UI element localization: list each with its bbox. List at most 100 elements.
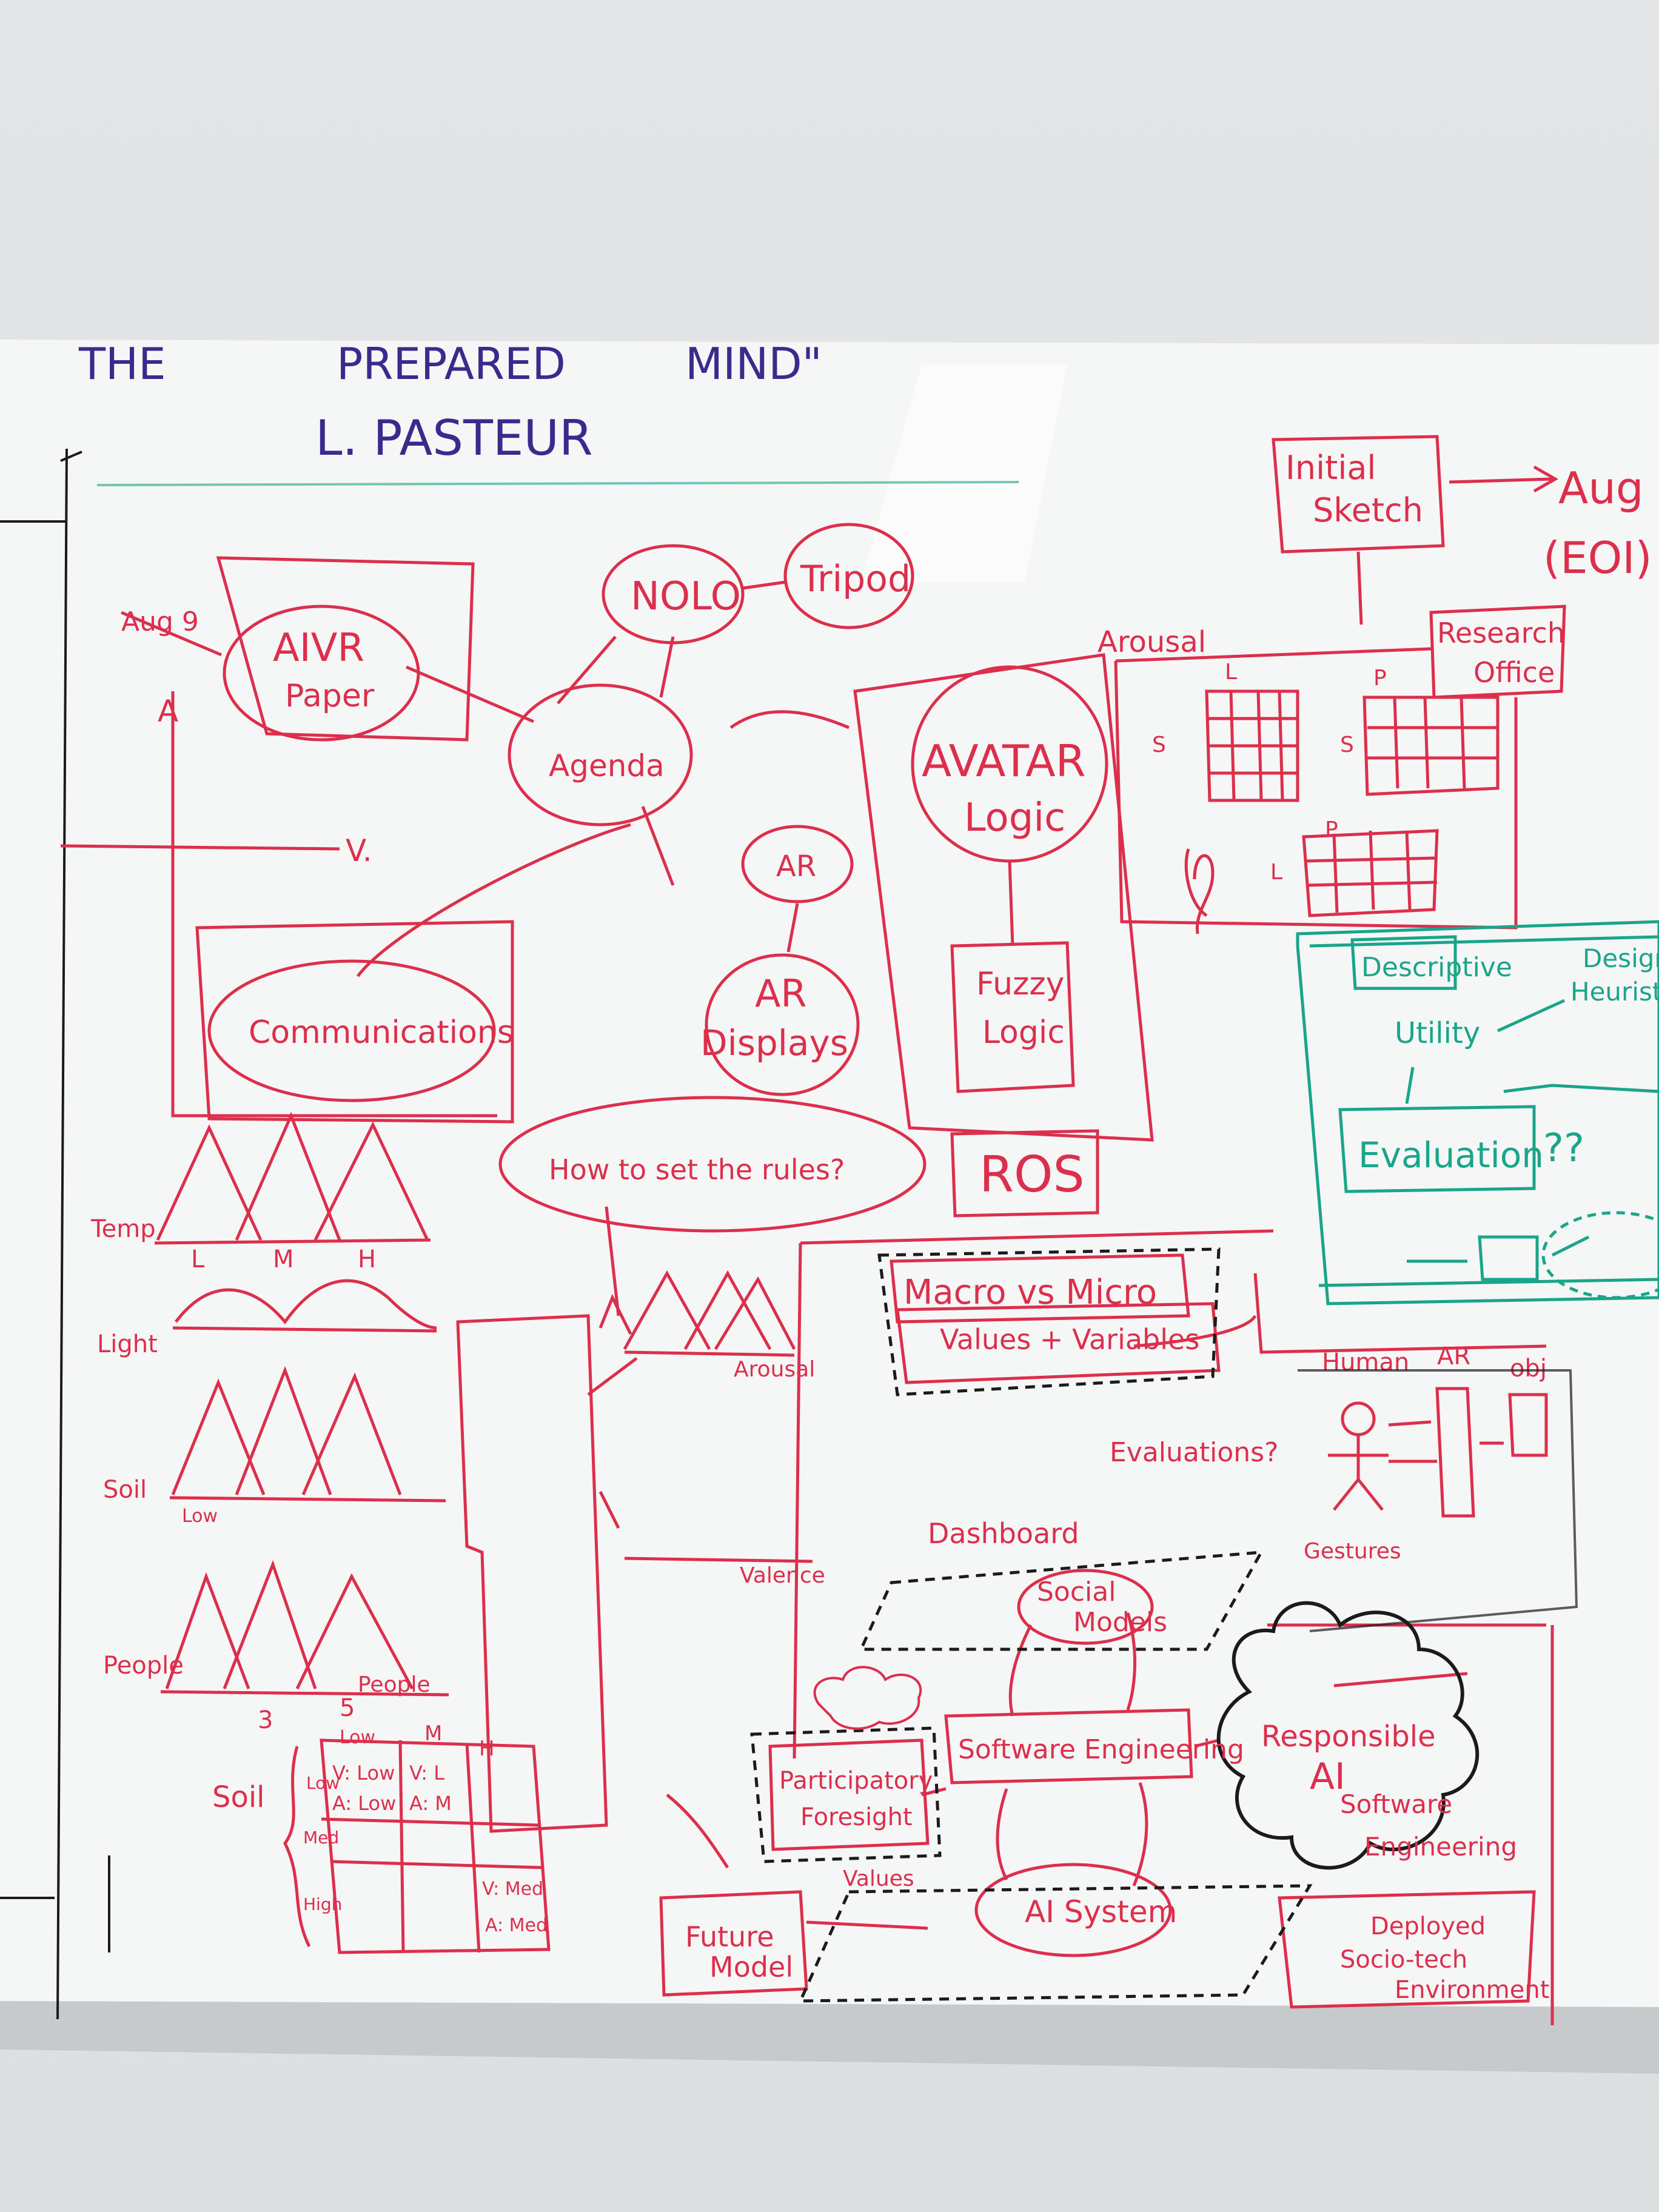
table-soil: Soil [212,1780,265,1814]
table-col-low: Low [340,1727,375,1748]
fuzzy-low: Low [182,1506,218,1527]
responsible-4: Engineering [1364,1832,1517,1862]
agenda-label: Agenda [549,748,665,783]
soil-table-grid [283,1738,551,1954]
fuzzy-membership-sketches [154,1111,813,1833]
fuzzy-logic-1: Fuzzy [976,966,1064,1002]
evaluations-label: Evaluations? [1110,1437,1278,1468]
lower-right-shapes [659,1229,1554,2025]
ar-small-label: AR [776,850,816,883]
table-cell2-v: V: L [409,1761,444,1785]
research-office-2: Office [1473,656,1555,689]
nolo-label: NOLO [631,574,741,619]
dashboard-label: Dashboard [928,1517,1079,1550]
grid-p-1: P [1373,666,1387,691]
human-ar-sketch [1328,1387,1548,1518]
teal-top-line [96,481,1019,486]
dashed-outlines [750,1247,1313,2003]
teal-evaluation: Evaluation [1358,1134,1544,1176]
aivr-label-1: AIVR [273,626,364,671]
grid-s-1: S [1152,732,1166,757]
responsible-1: Responsible [1261,1720,1436,1754]
aug-eoi-2: (EOI) [1543,532,1652,583]
how-rules-label: How to set the rules? [549,1153,845,1186]
communications-label: Communications [249,1014,514,1051]
teal-box-labels: Descriptive Design Heuristics Utility Ev… [1358,943,1659,1176]
table-col-m: M [424,1721,442,1746]
ai-system-label: AI System [1025,1894,1177,1929]
left-diagram-shapes [60,523,1154,1316]
foresight-cloud [813,1666,922,1730]
participatory-1: Participatory [779,1767,933,1795]
top-right-shapes [1114,435,1566,934]
table-col-h: H [479,1737,495,1761]
fuzzy-valence: Valence [740,1563,825,1588]
teal-descriptive: Descriptive [1361,952,1512,983]
teal-utility: Utility [1395,1016,1480,1050]
fuzzy-logic-2: Logic [982,1014,1065,1051]
social-models-1: Social [1037,1577,1116,1607]
grid-s-2: S [1340,732,1354,757]
aivr-label-2: Paper [285,678,375,714]
software-engineering-label: Software Engineering [958,1734,1244,1765]
whiteboard-surface [0,340,1659,2007]
table-cell3-v: V: Med [482,1879,543,1900]
gestures-label: Gestures [1304,1539,1401,1564]
initial-sketch-2: Sketch [1313,491,1423,529]
fuzzy-five: 5 [340,1694,355,1722]
lower-right-labels: Macro vs Micro Values + Variables Evalua… [685,1273,1549,2004]
deployed-1: Deployed [1370,1912,1486,1940]
table-cell3-a: A: Med [485,1915,548,1936]
social-models-2: Models [1073,1607,1167,1638]
ar-sketch-black-frame [1298,1369,1578,1632]
table-row-high: High [303,1894,342,1914]
fuzzy-three: 3 [258,1706,273,1734]
fuzzy-light: Light [97,1330,158,1358]
human-label: Human [1322,1349,1409,1376]
ar-displays-1: AR [755,971,807,1016]
fuzzy-people-peak: People [358,1672,431,1697]
ar-displays-2: Displays [700,1022,848,1064]
top-right-labels: Initial Sketch Aug 9 (EOI) Arousal Resea… [1098,449,1659,885]
teal-design-2: Heuristics [1570,977,1659,1007]
teal-box-shapes [1296,920,1659,1305]
board-shadow-bottom [0,2001,1659,2074]
table-cell1-v: V: Low [332,1761,395,1785]
fuzzy-soil: Soil [103,1476,147,1504]
future-model-1: Future [685,1920,774,1953]
grid-l-2: L [1270,860,1282,885]
arousal-label: Arousal [1098,625,1206,659]
initial-sketch-1: Initial [1285,449,1376,487]
deployed-3: Environment [1395,1976,1549,2004]
axis-v-label: V. [346,833,372,868]
tripod-label: Tripod [800,558,911,600]
teal-design-1: Design [1583,943,1659,973]
avatar-logic-2: Logic [964,796,1065,840]
fuzzy-temp: Temp [90,1215,156,1243]
responsible-2: AI [1310,1755,1346,1798]
ros-label: ROS [979,1146,1085,1204]
fuzzy-labels: Temp Light Soil Low People L M H 3 5 Peo… [90,1215,825,1734]
axis-a-label: A [158,694,178,729]
participatory-2: Foresight [800,1803,913,1831]
board-glare [861,364,1067,582]
soil-table-labels: Soil Low M H Low Med High V: Low A: Low … [212,1721,548,1936]
deployed-2: Socio-tech [1340,1946,1467,1974]
table-row-med: Med [303,1828,339,1848]
fuzzy-l: L [191,1245,205,1273]
quote-author: L. PASTEUR [315,410,593,466]
quote-word-1: THE [78,338,166,389]
fuzzy-m: M [273,1245,294,1273]
grid-p-2: P [1325,817,1338,842]
aug-label: Aug 9 [121,606,199,637]
ar-label: AR [1437,1342,1470,1370]
future-model-2: Model [709,1951,793,1983]
table-row-low: Low [306,1773,340,1793]
table-cell1-a: A: Low [332,1792,396,1815]
quote-word-3: MIND" [685,338,822,389]
grid-l-1: L [1225,660,1237,685]
responsible-3: Software [1340,1789,1452,1819]
fuzzy-arousal: Arousal [734,1357,815,1382]
header-quote: THE PREPARED MIND" L. PASTEUR [78,338,822,466]
